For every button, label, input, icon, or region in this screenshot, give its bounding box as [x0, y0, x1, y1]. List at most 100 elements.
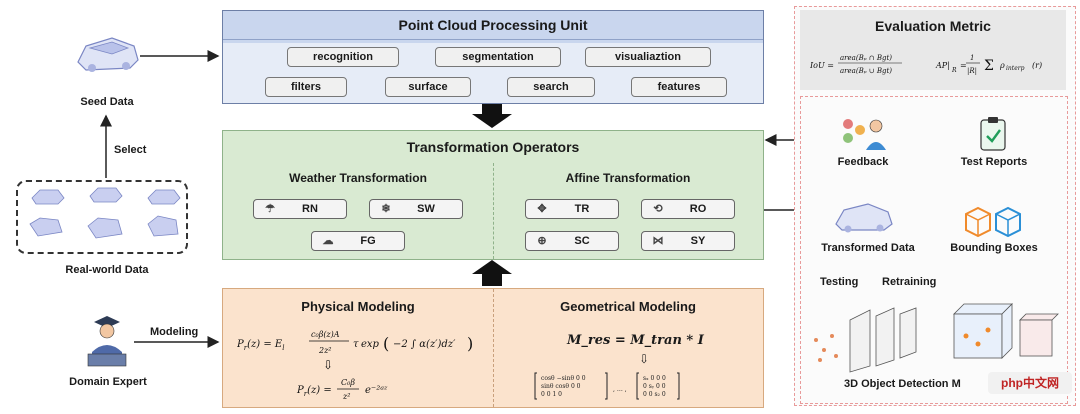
transformation-title: Transformation Operators	[406, 139, 580, 155]
retraining-label: Retraining	[882, 276, 937, 288]
svg-text:c₀β(z)A: c₀β(z)A	[311, 330, 340, 339]
transformation-operators: Transformation Operators Weather Transfo…	[222, 130, 764, 260]
op-scale[interactable]: ⊕ SC	[525, 231, 619, 251]
op-rain[interactable]: ☂ RN	[253, 199, 347, 219]
mirror-icon: ⋈	[652, 235, 664, 247]
pcu-function-segmentation[interactable]: segmentation	[435, 47, 561, 67]
testing-label: Testing	[820, 276, 859, 288]
pcu-function-visualization[interactable]: visualiaztion	[585, 47, 711, 67]
domain-expert-label: Domain Expert	[69, 376, 147, 388]
svg-text:R: R	[951, 67, 957, 74]
transformation-divider	[493, 163, 494, 259]
detection-model-label: 3D Object Detection M	[844, 378, 961, 390]
svg-text:Σ: Σ	[984, 58, 994, 74]
op-fog-label: FG	[360, 235, 376, 247]
test-reports-label: Test Reports	[960, 156, 1028, 168]
transformed-data-label: Transformed Data	[821, 242, 915, 254]
op-rotate-label: RO	[689, 203, 707, 215]
feedback-icon	[843, 119, 886, 150]
svg-text:2z²: 2z²	[318, 346, 332, 355]
svg-text:area(Bₚ ∩ Bgt): area(Bₚ ∩ Bgt)	[840, 54, 892, 62]
block-arrow-down	[472, 104, 512, 128]
pcu-title: Point Cloud Processing Unit	[223, 11, 763, 40]
pcu-function-features[interactable]: features	[631, 77, 727, 97]
point-cloud-processing-unit: Point Cloud Processing Unit recognition …	[222, 10, 764, 104]
testing-pipeline-panel	[800, 96, 1068, 404]
watermark: php中文网	[988, 372, 1072, 394]
rotate-icon: ⟲	[653, 203, 663, 215]
svg-text:⇩: ⇩	[323, 358, 333, 372]
pcu-function-filters[interactable]: filters	[265, 77, 347, 97]
svg-text:area(Bₚ ∪ Bgt): area(Bₚ ∪ Bgt)	[840, 67, 892, 75]
op-rotate[interactable]: ⟲ RO	[641, 199, 735, 219]
svg-text:ρ: ρ	[999, 61, 1005, 70]
svg-text:⇩: ⇩	[639, 353, 649, 366]
select-label: Select	[114, 144, 147, 156]
op-translate[interactable]: ✥ TR	[525, 199, 619, 219]
evaluation-metric-panel: Evaluation Metric IoU = area(Bₚ ∩ Bgt) a…	[800, 10, 1066, 90]
svg-text:0 0 s₂ 0: 0 0 s₂ 0	[643, 391, 666, 398]
transformed-car-icon	[835, 203, 893, 233]
zoom-icon: ⊕	[537, 235, 547, 247]
block-arrow-up	[472, 260, 512, 286]
physical-modeling-title: Physical Modeling	[301, 299, 415, 314]
svg-text:0 0 1 0: 0 0 1 0	[541, 391, 562, 398]
op-translate-label: TR	[574, 203, 590, 215]
pcu-function-recognition[interactable]: recognition	[287, 47, 399, 67]
affine-title: Affine Transformation	[565, 171, 691, 185]
op-symmetry-label: SY	[690, 235, 706, 247]
seed-data-label: Seed Data	[80, 96, 134, 108]
svg-text:IoU =: IoU =	[810, 61, 834, 70]
svg-text:, … ,: , … ,	[613, 386, 627, 393]
svg-text:C₀β: C₀β	[341, 378, 355, 387]
svg-text:interp: interp	[1006, 65, 1025, 72]
svg-text:0 sᵧ 0 0: 0 sᵧ 0 0	[643, 383, 666, 390]
move-icon: ✥	[537, 203, 547, 215]
seed-car-icon	[77, 37, 139, 72]
op-symmetry[interactable]: ⋈ SY	[641, 231, 735, 251]
svg-text:|R|: |R|	[967, 67, 977, 75]
svg-text:=: =	[960, 61, 967, 70]
op-snow[interactable]: ❄ SW	[369, 199, 463, 219]
svg-text:exp: exp	[361, 339, 380, 350]
svg-text:(: (	[383, 334, 389, 353]
svg-text:1: 1	[970, 54, 974, 62]
pcu-body: recognition segmentation visualiaztion f…	[223, 43, 763, 103]
domain-expert-icon	[87, 316, 127, 367]
pcu-function-surface[interactable]: surface	[385, 77, 471, 97]
pcu-function-search[interactable]: search	[507, 77, 595, 97]
op-rain-label: RN	[302, 203, 318, 215]
real-world-label: Real-world Data	[65, 264, 149, 276]
bounding-boxes-label: Bounding Boxes	[950, 242, 1038, 254]
op-fog[interactable]: ☁ FG	[311, 231, 405, 251]
svg-text:sinθ cosθ 0 0: sinθ cosθ 0 0	[541, 383, 581, 390]
rain-icon: ☂	[265, 203, 275, 215]
fog-icon: ☁	[322, 235, 334, 247]
evaluation-metric-title: Evaluation Metric	[875, 18, 991, 34]
test-report-icon	[980, 117, 1006, 151]
svg-text:−2 ∫ α(z′)dz′: −2 ∫ α(z′)dz′	[393, 339, 456, 350]
modeling-arrow-label: Modeling	[150, 326, 199, 338]
svg-text:τ: τ	[353, 339, 359, 350]
svg-text:AP|: AP|	[935, 61, 950, 70]
op-snow-label: SW	[417, 203, 435, 215]
real-world-scans	[29, 187, 181, 239]
svg-text:z²: z²	[342, 392, 350, 401]
geometrical-matrices: ⇩ cosθ −sinθ 0 0 sinθ cosθ 0 0 0 0 1 0 ,…	[534, 353, 680, 400]
svg-text:Pr(z) = El: Pr(z) = El	[237, 339, 284, 352]
geometrical-modeling-title: Geometrical Modeling	[560, 299, 696, 314]
bounding-box-icon	[965, 206, 1021, 238]
svg-text:(r): (r)	[1032, 61, 1042, 70]
op-scale-label: SC	[574, 235, 590, 247]
svg-text:): )	[467, 334, 473, 353]
modeling-divider	[493, 289, 494, 407]
real-world-data-box	[16, 180, 188, 254]
svg-text:Pr(z) =: Pr(z) =	[296, 385, 332, 398]
svg-text:e⁻²ᵃᶻ: e⁻²ᵃᶻ	[365, 385, 388, 396]
geometrical-formula: M_res = M_tran * I	[567, 333, 704, 348]
feedback-label: Feedback	[837, 156, 889, 168]
evaluation-formulas: IoU = area(Bₚ ∩ Bgt) area(Bₚ ∪ Bgt) AP|R…	[810, 54, 1042, 75]
detection-model-illustration	[814, 303, 1059, 373]
svg-text:sₓ 0 0 0: sₓ 0 0 0	[643, 375, 666, 382]
